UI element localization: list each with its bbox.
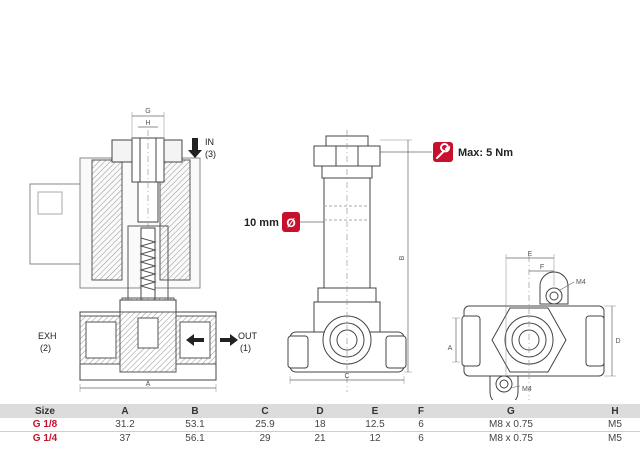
label-a-right: A: [448, 345, 453, 352]
cell-e: 12.5: [340, 418, 410, 432]
cell-b: 56.1: [185, 433, 205, 444]
label-in-num: (3): [205, 149, 216, 159]
label-in: IN: [205, 137, 214, 147]
header-g: G: [431, 404, 590, 418]
table-row: G 1/4 37 56.1 29 21 12 6 M8 x 0.75 M5: [0, 432, 640, 446]
cell-g: M8 x 0.75: [431, 418, 590, 432]
cell-g: M8 x 0.75: [488, 433, 533, 444]
cell-b: 53.1: [160, 418, 230, 432]
label-h: H: [145, 120, 150, 127]
header-size: Size: [0, 404, 90, 418]
label-d: D: [615, 338, 620, 345]
header-h: H: [589, 404, 640, 418]
header-a: A: [90, 404, 160, 418]
cell-d: 21: [314, 433, 326, 444]
bottom-view: [452, 254, 616, 400]
torque-label: Max: 5 Nm: [458, 147, 513, 159]
table-row: G 1/8 31.2 53.1 25.9 18 12.5 6 M8 x 0.75…: [0, 418, 640, 432]
row-size: G 1/8: [0, 418, 90, 432]
cell-h: M5: [589, 418, 640, 432]
torque-callout: Max: 5 Nm: [433, 142, 513, 162]
side-view: [287, 130, 432, 392]
dimensions-table: Size A B C D E F G H G 1/8 31.2 53.1 25.…: [0, 404, 640, 445]
cell-a: 37: [119, 433, 131, 444]
cell-c: 29: [259, 433, 271, 444]
header-c: C: [230, 404, 300, 418]
label-out-num: (1): [240, 343, 251, 353]
cell-f: 6: [410, 418, 432, 432]
cell-c: 25.9: [230, 418, 300, 432]
header-e: E: [340, 404, 410, 418]
label-exh-num: (2): [40, 343, 51, 353]
label-exh: EXH: [38, 331, 57, 341]
cell-e: 12: [369, 433, 381, 444]
cell-h: M5: [608, 433, 622, 444]
technical-drawing: G H IN (3) EXH (2) OUT (1) A: [29, 108, 621, 400]
label-m4-bottom: M4: [522, 386, 532, 393]
cell-d: 18: [300, 418, 340, 432]
label-out: OUT: [238, 331, 258, 341]
diameter-callout: 10 mm Ø: [244, 212, 300, 232]
section-view: [29, 112, 217, 392]
label-m4-top: M4: [576, 279, 586, 286]
diameter-symbol: Ø: [286, 216, 295, 230]
label-g: G: [145, 108, 150, 115]
row-size: G 1/4: [32, 433, 58, 444]
label-e: E: [528, 251, 533, 258]
table-header-row: Size A B C D E F G H: [0, 404, 640, 418]
label-f: F: [540, 264, 544, 271]
header-d: D: [300, 404, 340, 418]
header-b: B: [160, 404, 230, 418]
label-b: B: [399, 255, 406, 260]
cell-f: 6: [418, 433, 424, 444]
port-arrows: [186, 138, 238, 346]
label-c: C: [344, 373, 349, 380]
cell-a: 31.2: [90, 418, 160, 432]
diameter-icon: [282, 212, 300, 232]
diameter-label: 10 mm: [244, 217, 279, 229]
header-f: F: [410, 404, 432, 418]
label-a-left: A: [146, 381, 151, 388]
